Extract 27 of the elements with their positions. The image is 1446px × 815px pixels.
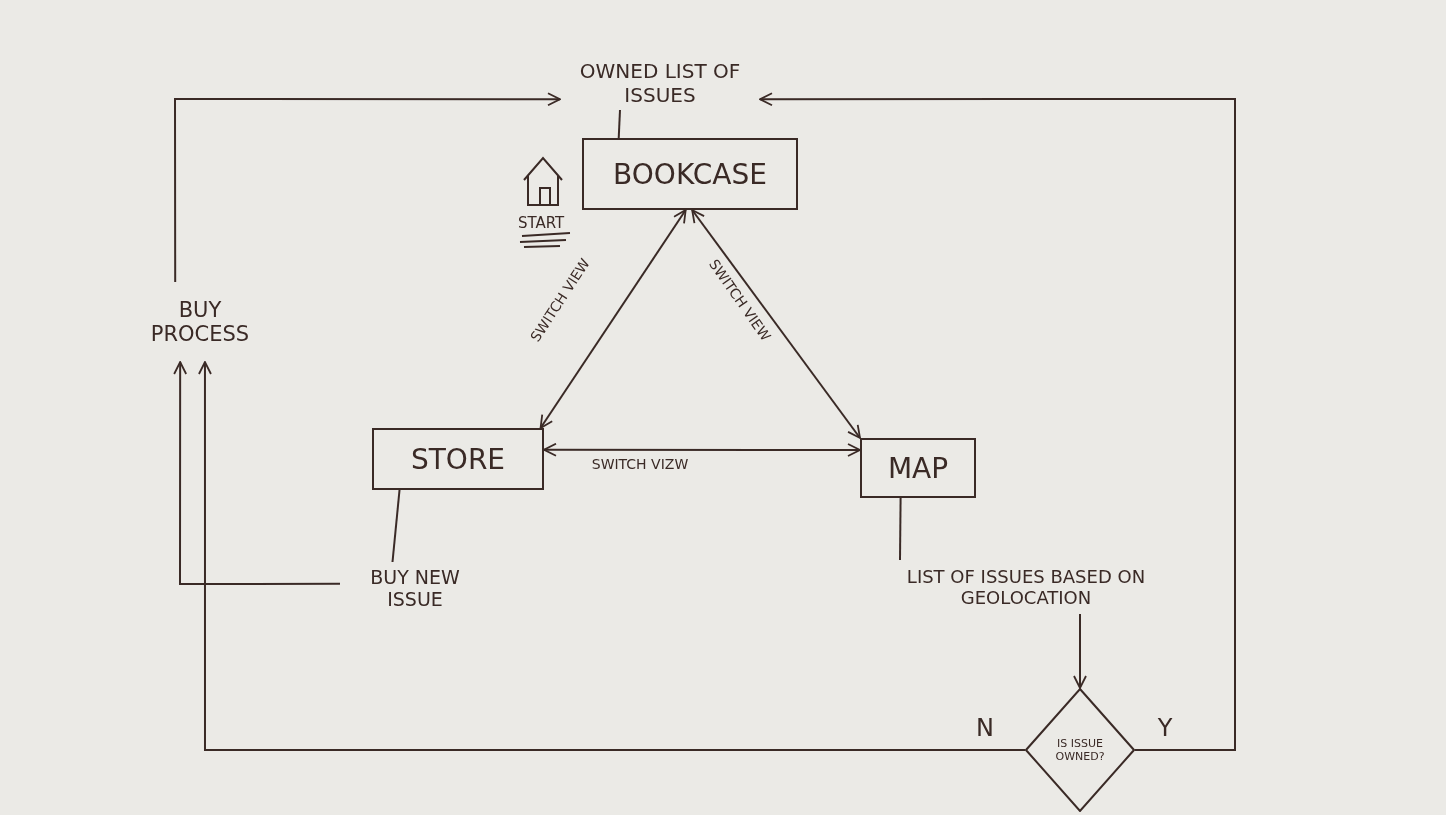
arrow [539,209,687,429]
node-label: MAP [887,451,949,485]
arrow [173,361,341,585]
arrow [759,92,1236,751]
arrow [691,209,861,439]
note-text: OWNED LIST OF ISSUES [560,56,760,110]
process-box [860,438,976,498]
arrow [1073,613,1087,689]
connector-line [899,497,902,561]
arrow [543,442,861,457]
edge-label: Y [1156,714,1174,742]
node-label: STORE [410,442,506,476]
process-box [372,428,544,490]
node-label: BOOKCASE [613,157,767,191]
node-label: IS ISSUE OWNED? [1055,737,1105,763]
connector-line [617,109,621,139]
process-box [582,138,798,210]
edge-label: SWITCH VIZW [589,456,691,472]
note-text: BUY PROCESS [138,282,262,362]
arrow [174,92,561,283]
note-text: BUY NEW ISSUE [340,562,490,614]
note-text: LIST OF ISSUES BASED ON GEOLOCATION [876,560,1176,614]
start-label: START [518,214,565,232]
decision-diamond [1025,688,1135,812]
arrow [198,361,1026,751]
edge-label: N [975,714,995,742]
connector-line [391,489,401,563]
